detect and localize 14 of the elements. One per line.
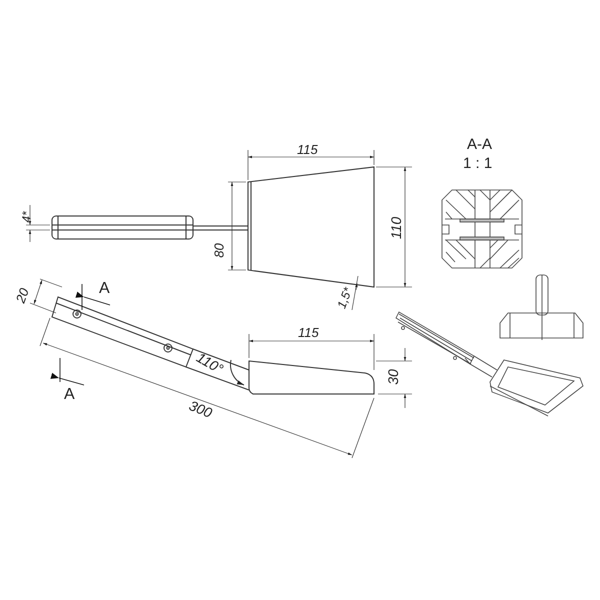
angle-value: 110° <box>194 350 226 376</box>
section-label: A-A <box>467 137 492 152</box>
dimension-value: 30 <box>386 369 400 385</box>
dimension-value: 115 <box>298 326 319 339</box>
section-letter: A <box>99 281 110 297</box>
dimension-value: 20 <box>14 286 31 305</box>
dimension-value: 300 <box>187 398 214 420</box>
dimension-value: 110 <box>389 216 404 240</box>
dimension-value: 1,5* <box>335 286 354 310</box>
dimension-value: 115 <box>297 143 318 156</box>
dimension-value: 80 <box>212 243 226 258</box>
section-letter: A <box>64 387 75 403</box>
scale-label: 1 : 1 <box>463 156 492 171</box>
dimension-value: 4* <box>20 211 33 223</box>
